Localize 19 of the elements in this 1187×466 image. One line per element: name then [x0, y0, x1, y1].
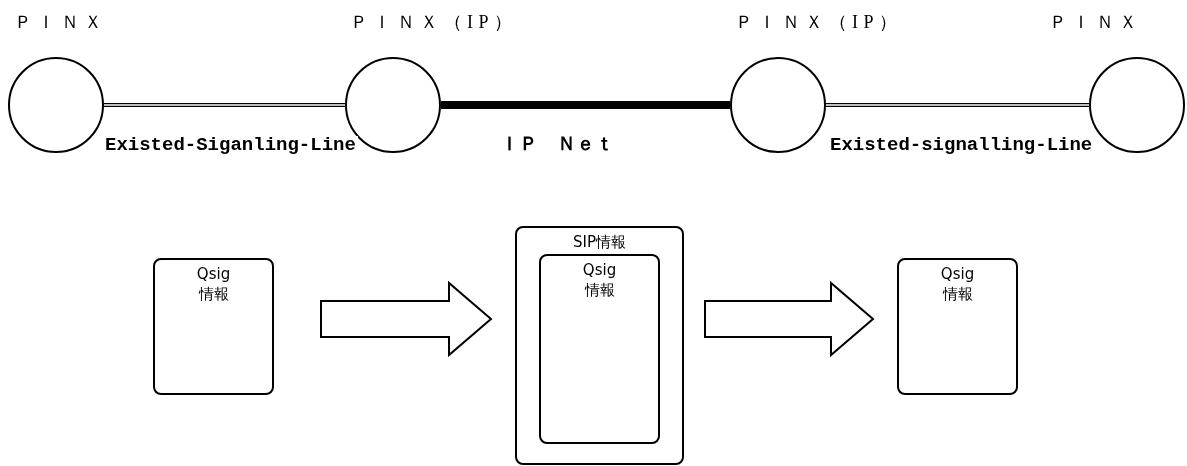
- box-label: Qsig 情報: [582, 260, 617, 301]
- double-line: [825, 103, 1090, 107]
- edge-label: Existed-Siganling-Line: [103, 136, 358, 155]
- box-label: Qsig 情報: [196, 264, 231, 305]
- block-arrow: [704, 280, 875, 358]
- rounded-box: [515, 226, 684, 465]
- box-label: SIP情報: [573, 232, 626, 253]
- double-line: [103, 103, 346, 107]
- box-label: Qsig 情報: [940, 264, 975, 305]
- edge-label: Existed-signalling-Line: [828, 136, 1095, 155]
- pinx-label: ＰＩＮＸ: [14, 11, 108, 34]
- block-arrow: [320, 280, 493, 358]
- thick-line: [441, 101, 730, 109]
- rounded-box: [897, 258, 1018, 395]
- rounded-box: [539, 254, 660, 444]
- pinx-label: ＰＩＮＸ（IP）: [735, 11, 903, 34]
- pinx-label: ＰＩＮＸ（IP）: [350, 11, 518, 34]
- rounded-box: [153, 258, 274, 395]
- pinx-label: ＰＩＮＸ: [1049, 11, 1143, 34]
